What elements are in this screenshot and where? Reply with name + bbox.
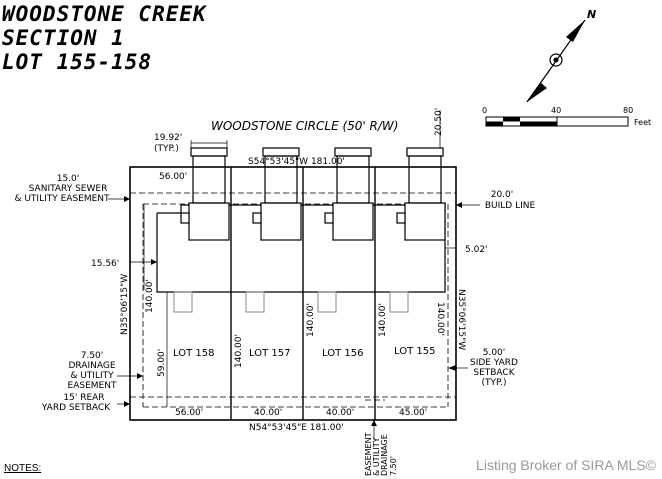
sanitary-line-1: SANITARY SEWER	[29, 184, 108, 194]
dim-bottom-156: 40.00'	[326, 408, 354, 418]
scale-tick-0: 0	[482, 106, 487, 115]
scale-tick-80: 80	[623, 106, 633, 115]
drainage-bottom-line-1: DRAINAGE	[380, 434, 389, 476]
rear-setback-line-2: YARD SETBACK	[41, 403, 111, 413]
dim-59-00: 59.00'	[157, 349, 167, 377]
dim-lot156-140: 140.00'	[306, 303, 316, 337]
dim-typ: (TYP.)	[154, 144, 179, 154]
scale-tick-40: 40	[551, 106, 561, 115]
lot-158-label: LOT 158	[173, 348, 214, 359]
lot-boundary	[129, 166, 457, 421]
dim-20-50: 20.50'	[434, 108, 444, 136]
lot-lines	[230, 167, 376, 420]
north-arrow-icon	[526, 19, 586, 103]
bottom-bearing: N54°53'45"E 181.00'	[249, 423, 344, 433]
side-setback-dim: 5.00'	[483, 348, 506, 358]
drainage-bottom-dim: 7.50'	[389, 456, 398, 476]
lot-157-label: LOT 157	[249, 348, 290, 359]
sanitary-dim: 15.0'	[57, 174, 80, 184]
dim-lot157-140: 140.00'	[234, 334, 244, 368]
dimension-arrows	[124, 196, 462, 426]
dim-bottom-155: 45.00'	[399, 408, 427, 418]
notes-heading: NOTES:	[4, 463, 42, 474]
side-setback-line-1: SIDE YARD	[470, 358, 518, 368]
dim-left-140: 140.00'	[145, 279, 155, 313]
rear-setback-line-1: 15' REAR	[63, 393, 104, 403]
title-line-1: WOODSTONE CREEK	[2, 2, 207, 26]
dim-15-56: 15.56'	[91, 259, 119, 269]
lot-156-label: LOT 156	[322, 348, 363, 359]
lot-155-label: LOT 155	[394, 346, 435, 357]
dim-bottom-157: 40.00'	[254, 408, 282, 418]
side-setback-line-2: SETBACK	[473, 368, 515, 378]
title-line-3: LOT 155-158	[2, 50, 153, 74]
drainage-left-line-2: & UTILITY	[70, 371, 114, 381]
dim-bottom-158: 56.00'	[175, 408, 203, 418]
left-bearing: N35°06'15"W	[120, 274, 130, 335]
title-line-2: SECTION 1	[2, 26, 125, 50]
patios	[173, 291, 409, 313]
dim-5-02: 5.02'	[465, 245, 488, 255]
garages	[180, 202, 446, 241]
drainage-bottom-line-3: EASEMENT	[364, 432, 373, 476]
scale-unit: Feet	[634, 118, 651, 127]
dim-right-140: 140.00'	[435, 302, 445, 336]
top-bearing: S54°53'45"W 181.00'	[248, 157, 345, 167]
dim-lot155-140: 140.00'	[378, 303, 388, 337]
mls-watermark: Listing Broker of SIRA MLS©	[476, 457, 656, 473]
sanitary-line-2: & UTILITY EASEMENT	[14, 194, 110, 204]
driveways	[190, 147, 444, 204]
street-label: WOODSTONE CIRCLE (50' R/W)	[211, 119, 398, 133]
build-line-label: BUILD LINE	[485, 201, 536, 211]
build-line-dim: 20.0'	[491, 190, 514, 200]
drainage-left-dim: 7.50'	[81, 351, 104, 361]
scale-bar	[485, 116, 629, 127]
drainage-bottom-line-2: & UTILITY	[372, 437, 381, 476]
north-label: N	[587, 8, 596, 21]
dim-top-56: 56.00'	[159, 172, 187, 182]
dim-drive-width: 19.92'	[154, 133, 182, 143]
drainage-left-line-3: EASEMENT	[68, 381, 117, 391]
side-setback-line-3: (TYP.)	[482, 378, 507, 388]
drainage-left-line-1: DRAINAGE	[68, 361, 115, 371]
right-bearing: N35°06'15"W	[456, 289, 466, 350]
